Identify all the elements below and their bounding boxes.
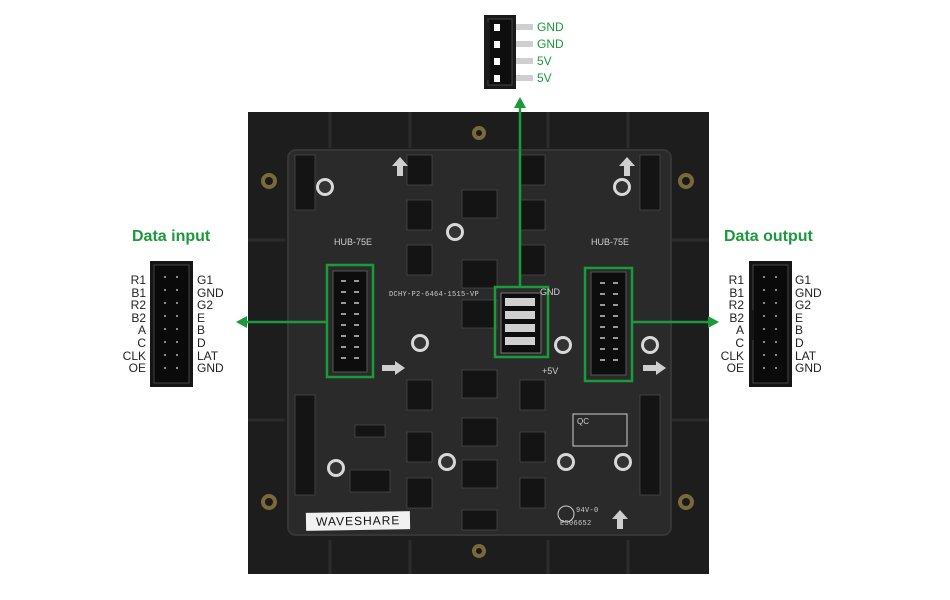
pin-label: OE <box>726 361 744 376</box>
cert-id-label: E506652 <box>560 520 592 528</box>
pin-label: B2 <box>729 310 744 325</box>
connection-arrows <box>236 97 719 328</box>
pin-label: OE <box>128 361 146 376</box>
pin-label: GND <box>197 285 224 300</box>
pin-label: GND <box>795 361 822 376</box>
power-pin-labels: GND GND 5V 5V <box>537 19 564 87</box>
pin-label: A <box>137 323 146 338</box>
pin-label: B2 <box>131 310 146 325</box>
power-highlight-box <box>493 285 550 359</box>
pin-label: GND <box>197 361 224 376</box>
pin-label: R2 <box>728 298 744 313</box>
power-pin-label: GND <box>537 37 564 51</box>
data-input-left-pins: R1 B1 R2 B2 A C CLK OE <box>110 274 146 375</box>
pcb <box>287 149 672 536</box>
driver-chips <box>294 154 661 531</box>
pin-label: C <box>735 335 744 350</box>
power-pin-label: 5V <box>537 71 552 85</box>
data-input-connector-icon <box>150 261 193 387</box>
pin-label: R1 <box>728 273 744 287</box>
power-connector-icon <box>484 15 533 89</box>
pin-label: G2 <box>197 298 214 313</box>
data-output-left-pins: R1 B1 R2 B2 A C CLK OE <box>708 274 744 375</box>
pin-label: R2 <box>130 298 146 313</box>
pin-label: CLK <box>720 348 744 363</box>
cert-logo <box>557 505 575 523</box>
pin-label: A <box>735 323 744 338</box>
brand-label: WAVESHARE <box>305 511 411 531</box>
pin-label: LAT <box>795 348 817 363</box>
output-highlight-box <box>583 266 634 383</box>
qc-box <box>572 413 628 447</box>
pin-label: B1 <box>131 285 146 300</box>
pin-label: R1 <box>130 273 146 287</box>
pin-label: D <box>197 335 206 350</box>
qc-label: QC <box>577 417 589 426</box>
cert-label: 94V-0 <box>576 507 599 515</box>
pin-label: C <box>137 335 146 350</box>
pin-label: E <box>197 310 206 325</box>
pin-label: B <box>795 323 804 338</box>
pin-label: LAT <box>197 348 219 363</box>
pin-label: D <box>795 335 804 350</box>
pin-label: G2 <box>795 298 812 313</box>
data-output-title: Data output <box>724 228 813 245</box>
silkscreen-arrows <box>382 157 666 529</box>
hub-out-label: HUB-75E <box>591 237 630 247</box>
pin-label: E <box>795 310 804 325</box>
pin-label: G1 <box>795 273 812 287</box>
pin-label: B <box>197 323 206 338</box>
power-pin-label: GND <box>537 20 564 34</box>
capacitors <box>316 178 659 477</box>
data-input-title: Data input <box>132 228 211 245</box>
hub-in-label: HUB-75E <box>334 237 373 247</box>
data-output-right-pins: G1 GND G2 E B D LAT GND <box>795 274 822 375</box>
data-input-right-pins: G1 GND G2 E B D LAT GND <box>197 274 224 375</box>
pin-label: G1 <box>197 273 214 287</box>
hub75-input-header <box>332 270 368 373</box>
hub75-output-header <box>590 271 627 376</box>
pin-label: GND <box>795 285 822 300</box>
power-pin-label: 5V <box>537 54 552 68</box>
pin-label: CLK <box>122 348 146 363</box>
board-model-label: DCHY-P2-6464-1515-VP <box>389 291 480 299</box>
pin-label: B1 <box>729 285 744 300</box>
gnd-silk-label: GND <box>540 287 560 297</box>
data-output-connector-icon <box>749 261 792 387</box>
v5-silk-label: +5V <box>542 366 559 376</box>
screw-holes <box>261 126 694 558</box>
board-power-connector <box>500 292 542 354</box>
